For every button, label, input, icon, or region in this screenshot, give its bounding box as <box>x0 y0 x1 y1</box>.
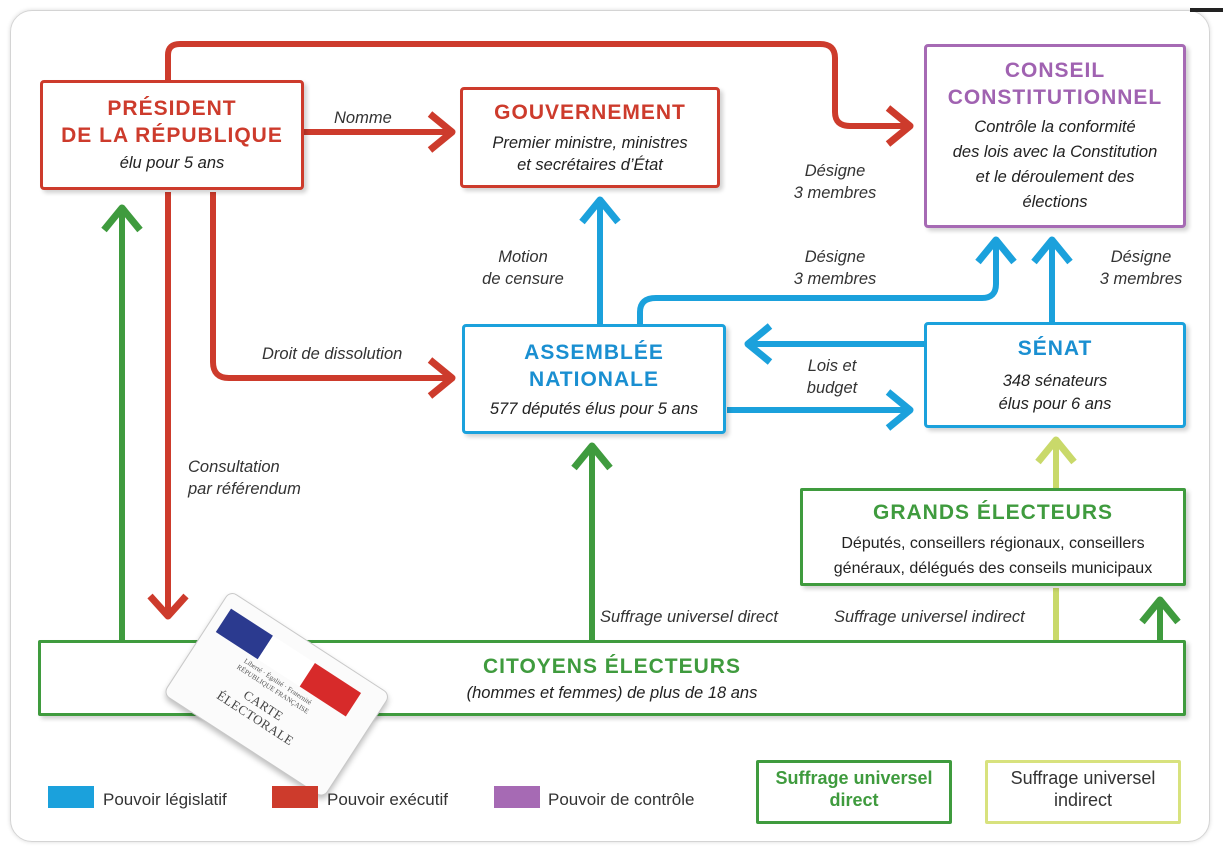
legend-legislatif: Pouvoir législatif <box>103 790 227 809</box>
gouvernement-sub-2: et secrétaires d’État <box>517 156 663 174</box>
corner-mark <box>1190 8 1223 12</box>
grands-electeurs-sub-2: généraux, délégués des conseils municipa… <box>833 560 1153 577</box>
assemblee-title-2: NATIONALE <box>529 368 659 391</box>
label-designe-an-2: 3 membres <box>793 270 877 288</box>
legend-direct-1: Suffrage universel <box>775 768 933 788</box>
legend-swatch-legislatif <box>48 786 94 808</box>
label-motion-2: de censure <box>482 270 564 288</box>
label-nomme: Nomme <box>334 109 392 127</box>
president-title-1: PRÉSIDENT <box>107 97 237 120</box>
legend-suffrage-indirect: Suffrage universel indirect <box>985 760 1181 824</box>
president-box: PRÉSIDENT DE LA RÉPUBLIQUE élu pour 5 an… <box>40 80 304 190</box>
label-suffrage-indirect: Suffrage universel indirect <box>834 608 1025 626</box>
senat-sub-1: 348 sénateurs <box>1002 372 1108 390</box>
conseil-sub-3: et le déroulement des <box>975 168 1135 186</box>
citoyens-subtitle: (hommes et femmes) de plus de 18 ans <box>466 684 758 702</box>
arrow-dissolution <box>210 192 448 381</box>
gouvernement-title: GOUVERNEMENT <box>494 101 686 124</box>
legend-swatch-controle <box>494 786 540 808</box>
conseil-sub-1: Contrôle la conformité <box>974 118 1136 136</box>
arrow-president-to-conseil <box>165 41 905 129</box>
arrowhead-senat-conseil <box>1031 236 1073 265</box>
citoyens-title: CITOYENS ÉLECTEURS <box>483 655 741 678</box>
label-lois-1: Lois et <box>807 357 857 375</box>
arrow-an-to-conseil <box>637 244 999 324</box>
label-lois-2: budget <box>806 379 858 397</box>
label-referendum-1: Consultation <box>188 458 280 476</box>
label-designe-senat-2: 3 membres <box>1099 270 1183 288</box>
legend-executif: Pouvoir exécutif <box>327 790 448 809</box>
label-designe-senat: Désigne 3 membres <box>1082 246 1200 290</box>
conseil-constitutionnel-box: CONSEIL CONSTITUTIONNEL Contrôle la conf… <box>924 44 1186 228</box>
legend-suffrage-direct: Suffrage universel direct <box>756 760 952 824</box>
grands-electeurs-title: GRANDS ÉLECTEURS <box>872 501 1114 524</box>
arrowhead-citoyens-an <box>571 442 613 471</box>
label-lois-budget: Lois et budget <box>794 355 870 399</box>
legend-controle: Pouvoir de contrôle <box>548 790 695 809</box>
label-referendum: Consultation par référendum <box>188 456 301 500</box>
label-droit-dissolution: Droit de dissolution <box>262 345 403 363</box>
conseil-sub-2: des lois avec la Constitution <box>952 143 1158 161</box>
label-motion-1: Motion <box>498 248 548 266</box>
diagram-frame <box>10 10 1210 842</box>
label-suffrage-direct: Suffrage universel direct <box>600 608 778 626</box>
grands-electeurs-sub-1: Députés, conseillers régionaux, conseill… <box>841 535 1145 552</box>
legend-direct-2: direct <box>829 790 879 810</box>
assemblee-nationale-box: ASSEMBLÉE NATIONALE 577 députés élus pou… <box>462 324 726 434</box>
conseil-sub-4: élections <box>1022 193 1088 211</box>
arrowhead-an-senat <box>885 389 914 431</box>
assemblee-subtitle: 577 députés élus pour 5 ans <box>489 400 699 418</box>
arrowhead-an-conseil <box>975 236 1017 265</box>
label-designe-an: Désigne 3 membres <box>776 246 894 290</box>
president-subtitle: élu pour 5 ans <box>119 154 225 172</box>
legend-indirect-2: indirect <box>1053 790 1113 810</box>
arrowhead-referendum <box>147 593 189 620</box>
president-title-2: DE LA RÉPUBLIQUE <box>61 124 283 147</box>
conseil-title-1: CONSEIL <box>1004 59 1106 82</box>
senat-title: SÉNAT <box>1017 337 1093 360</box>
arrowhead-citoyens-ge <box>1139 596 1181 625</box>
gouvernement-sub-1: Premier ministre, ministres <box>492 134 688 152</box>
label-designe-president-2: 3 membres <box>793 184 877 202</box>
senat-sub-2: élus pour 6 ans <box>998 395 1112 413</box>
label-motion-censure: Motion de censure <box>473 246 573 290</box>
arrowhead-conseil-red <box>885 105 914 147</box>
legend-indirect-1: Suffrage universel <box>1010 768 1156 788</box>
senat-box: SÉNAT 348 sénateurs élus pour 6 ans <box>924 322 1186 428</box>
label-referendum-2: par référendum <box>188 480 301 498</box>
arrowhead-ge-senat <box>1035 436 1077 465</box>
arrowhead-senat-an <box>744 323 773 365</box>
assemblee-title-1: ASSEMBLÉE <box>524 341 664 364</box>
gouvernement-box: GOUVERNEMENT Premier ministre, ministres… <box>460 87 720 188</box>
arrowhead-citoyens-president <box>101 204 143 233</box>
label-designe-president-1: Désigne <box>804 162 866 180</box>
arrowhead-nomme <box>427 111 456 153</box>
conseil-title-2: CONSTITUTIONNEL <box>947 86 1163 109</box>
arrowhead-motion <box>579 196 621 225</box>
label-designe-president: Désigne 3 membres <box>776 160 894 204</box>
label-designe-senat-1: Désigne <box>1110 248 1172 266</box>
grands-electeurs-box: GRANDS ÉLECTEURS Députés, conseillers ré… <box>800 488 1186 586</box>
label-designe-an-1: Désigne <box>804 248 866 266</box>
legend-swatch-executif <box>272 786 318 808</box>
arrowhead-dissolution <box>427 357 456 399</box>
